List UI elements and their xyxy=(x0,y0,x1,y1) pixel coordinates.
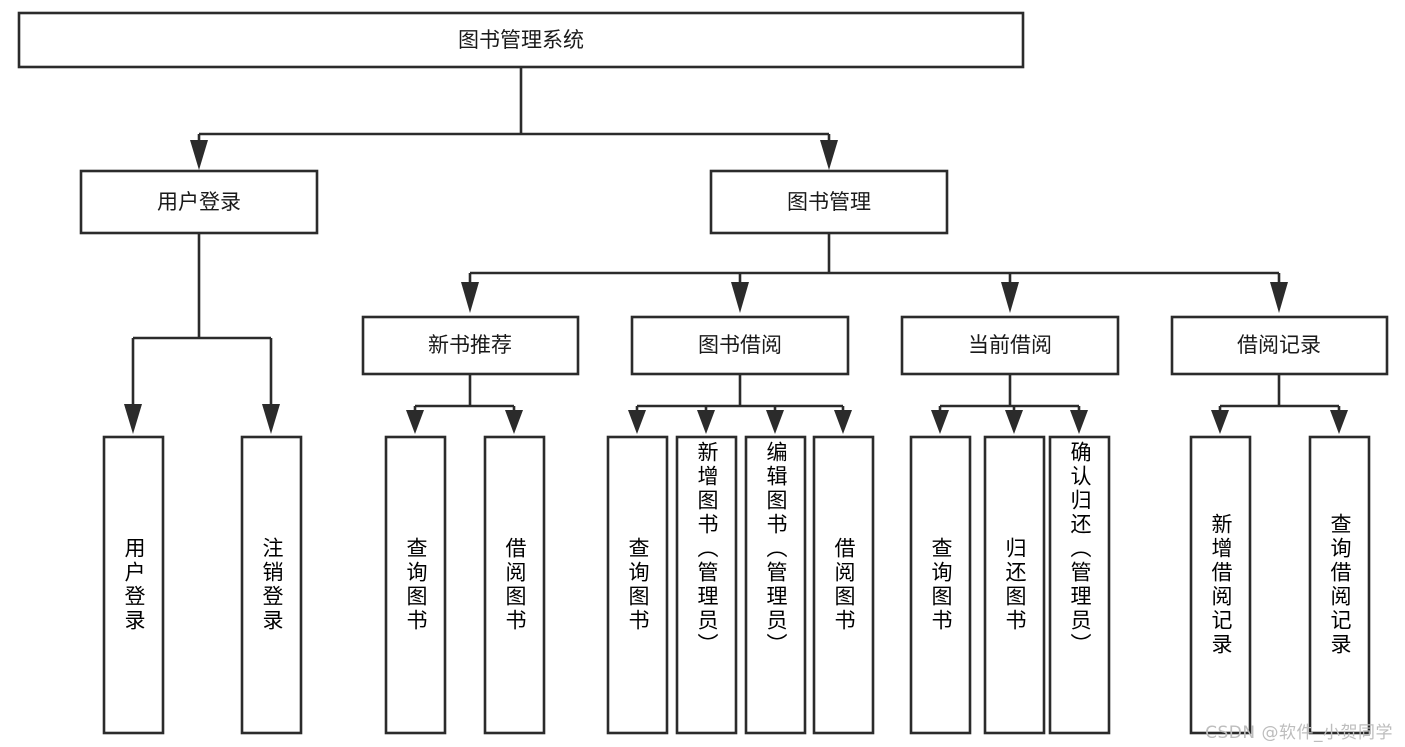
csdn-watermark: CSDN @软件_小贺同学 xyxy=(1205,723,1393,743)
node-new-book-recommend[interactable]: 新书推荐 xyxy=(361,315,580,376)
arrow-head-leaf-add-record xyxy=(1211,410,1229,434)
arrow-head-leaf-return-book xyxy=(1005,410,1023,434)
connector-group-user-login xyxy=(124,233,280,434)
leaf-query-book-1-box[interactable] xyxy=(384,435,447,735)
node-root-box[interactable] xyxy=(17,11,1025,69)
arrow-head-book-manage xyxy=(820,140,838,170)
arrow-head-leaf-confirm-return xyxy=(1070,410,1088,434)
leaf-query-book-2-box[interactable] xyxy=(606,435,669,735)
node-new-book-recommend-box[interactable] xyxy=(361,315,580,376)
node-borrow-record[interactable]: 借阅记录 xyxy=(1170,315,1389,376)
leaf-user-login-box[interactable] xyxy=(102,435,165,735)
arrow-head-book-borrow xyxy=(731,282,749,313)
leaf-add-book-box[interactable] xyxy=(675,435,738,735)
arrow-head-leaf-borrow-book-2 xyxy=(834,410,852,434)
connector-group-book-borrow xyxy=(628,374,852,434)
leaf-return-book-box[interactable] xyxy=(983,435,1046,735)
connector-group-current-borrow xyxy=(931,374,1088,434)
connector-group-new-book-recommend xyxy=(406,374,523,434)
arrow-head-leaf-query-book-2 xyxy=(628,410,646,434)
node-book-borrow-label: 图书借阅 xyxy=(698,333,782,357)
arrow-head-leaf-add-book xyxy=(697,410,715,434)
node-book-borrow-box[interactable] xyxy=(630,315,850,376)
node-book-manage-label: 图书管理 xyxy=(787,190,871,214)
node-borrow-record-box[interactable] xyxy=(1170,315,1389,376)
node-root[interactable]: 图书管理系统 xyxy=(17,11,1025,69)
node-current-borrow[interactable]: 当前借阅 xyxy=(900,315,1120,376)
node-user-login-label: 用户登录 xyxy=(157,190,241,214)
arrow-head-leaf-query-book-1 xyxy=(406,410,424,434)
leaf-boxes xyxy=(102,435,1371,735)
node-borrow-record-label: 借阅记录 xyxy=(1237,333,1321,357)
arrow-head-leaf-edit-book xyxy=(766,410,784,434)
node-user-login-box[interactable] xyxy=(79,169,319,235)
connector-group-root xyxy=(190,67,838,170)
node-current-borrow-label: 当前借阅 xyxy=(968,333,1052,357)
node-book-manage[interactable]: 图书管理 xyxy=(709,169,949,235)
leaf-add-record-box[interactable] xyxy=(1189,435,1252,735)
connector-group-book-manage xyxy=(461,233,1288,313)
leaf-borrow-book-1-box[interactable] xyxy=(483,435,546,735)
arrow-head-user-login xyxy=(190,140,208,170)
leaf-query-record-box[interactable] xyxy=(1308,435,1371,735)
node-root-label: 图书管理系统 xyxy=(458,28,584,52)
arrow-head-borrow-record xyxy=(1270,282,1288,313)
node-book-manage-box[interactable] xyxy=(709,169,949,235)
arrow-head-current-borrow xyxy=(1001,282,1019,313)
arrow-head-leaf-user-login xyxy=(124,404,142,434)
arrow-head-new-book-recommend xyxy=(461,282,479,313)
node-new-book-recommend-label: 新书推荐 xyxy=(428,333,512,357)
arrow-head-leaf-logout xyxy=(262,404,280,434)
node-user-login[interactable]: 用户登录 xyxy=(79,169,319,235)
node-current-borrow-box[interactable] xyxy=(900,315,1120,376)
leaf-query-book-3-box[interactable] xyxy=(909,435,972,735)
arrow-head-leaf-query-record xyxy=(1330,410,1348,434)
arrow-head-leaf-borrow-book-1 xyxy=(505,410,523,434)
leaf-edit-book-box[interactable] xyxy=(744,435,807,735)
leaf-logout-box[interactable] xyxy=(240,435,303,735)
connector-group-borrow-record xyxy=(1211,374,1348,434)
node-book-borrow[interactable]: 图书借阅 xyxy=(630,315,850,376)
arrow-head-leaf-query-book-3 xyxy=(931,410,949,434)
leaf-confirm-return-box[interactable] xyxy=(1048,435,1111,735)
leaf-borrow-book-2-box[interactable] xyxy=(812,435,875,735)
